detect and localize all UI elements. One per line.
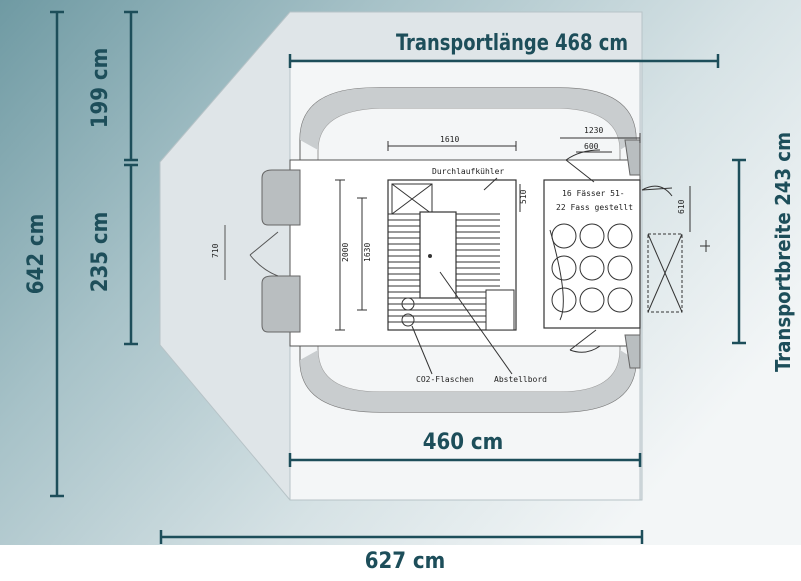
keg-curve (549, 229, 564, 321)
top-segment-label: 199 cm (88, 48, 113, 129)
inner-length-label: 460 cm (423, 430, 504, 455)
dim-2000: 2000 (341, 243, 350, 262)
mid-segment-label: 235 cm (88, 212, 113, 293)
cooler-label: Durchlaufkühler (432, 167, 504, 176)
left-flap-top (261, 169, 301, 226)
dim-510: 510 (519, 189, 528, 204)
cooler-leader (483, 177, 498, 191)
shell-band-top (300, 87, 636, 150)
co2-label: CO2-Flaschen (416, 375, 474, 384)
bottom-door-arc (569, 329, 601, 353)
keg-grid (551, 223, 633, 313)
right-flap-top (624, 139, 641, 176)
dim-610: 610 (677, 199, 686, 214)
right-dashed-box (647, 233, 683, 313)
total-height-label: 642 cm (24, 214, 49, 295)
left-flap-bottom (261, 275, 301, 333)
transport-length-label: Transportlänge 468 cm (396, 31, 628, 56)
bottom-strip (0, 545, 801, 581)
kegs-line2: 22 Fass gestellt (556, 203, 633, 212)
top-door-arc (565, 149, 601, 183)
cooler-dot (428, 254, 432, 258)
kegs-line1: 16 Fässer 51- (562, 189, 625, 198)
co2-leader (411, 325, 433, 375)
total-length-label: 627 cm (365, 549, 446, 574)
dim-1630: 1630 (363, 243, 372, 262)
co2-bottle-b (401, 313, 415, 327)
shelf-label: Abstellbord (494, 375, 547, 384)
shelf-leader (439, 271, 513, 375)
left-door-arc (249, 231, 279, 277)
dim-600: 600 (584, 142, 599, 151)
transport-width-label: Transportbreite 243 cm (771, 132, 795, 372)
shelf-box (485, 289, 515, 331)
dim-1610: 1610 (440, 135, 459, 144)
co2-bottle-a (401, 297, 415, 311)
dim-1230: 1230 (584, 126, 603, 135)
dimension-lines (50, 10, 746, 544)
right-flap-bottom (624, 334, 641, 369)
sink-cross-b (391, 183, 433, 215)
shell-band-bottom (300, 350, 636, 412)
dim-710: 710 (211, 243, 220, 258)
right-door-arc (641, 185, 673, 197)
cooler-core (419, 211, 457, 299)
